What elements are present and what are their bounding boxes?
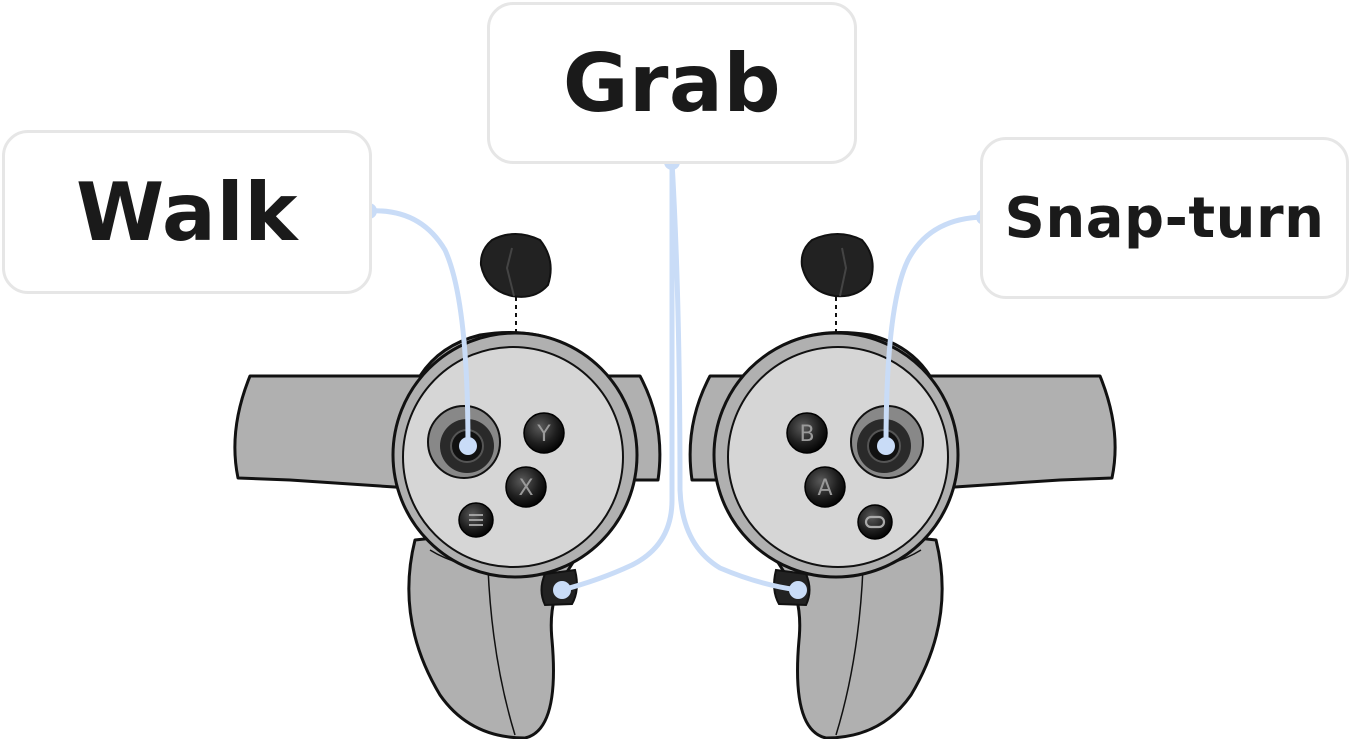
left-handle-seam [487,567,516,736]
walk-label: Walk [2,130,372,294]
x-button-label: X [518,476,533,501]
a-button [804,466,846,508]
right-controller: B A [688,233,1117,740]
right-trigger-crease [839,247,848,297]
right-handle-seam [835,567,864,736]
grab-dot-right-end [789,581,807,599]
y-button [523,412,565,454]
snap-turn-dot-end [877,437,895,455]
walk-dot-end [459,437,477,455]
connectors [366,159,987,593]
b-button [786,412,828,454]
a-button-label: A [817,476,832,501]
walk-label-text: Walk [76,165,298,259]
left-trigger-crease [505,247,515,297]
snap-turn-connector [883,214,987,449]
menu-icon [458,502,494,538]
grab-connector-left [559,159,675,593]
walk-connector [366,208,471,449]
oculus-icon [857,504,893,540]
b-button-label: B [799,422,814,447]
right-index-trigger [800,233,874,298]
grab-label-text: Grab [562,36,782,130]
left-index-trigger [479,233,552,298]
x-button [505,466,547,508]
left-controller: Y X [233,233,662,740]
y-button-label: Y [536,422,551,447]
grab-connector-right [669,159,801,593]
snap-turn-label: Snap-turn [980,137,1349,299]
snap-turn-label-text: Snap-turn [1004,185,1325,251]
grab-dot-left-end [553,581,571,599]
right-face-plate [727,346,949,568]
left-face-plate [402,346,624,568]
grab-label: Grab [487,2,857,164]
